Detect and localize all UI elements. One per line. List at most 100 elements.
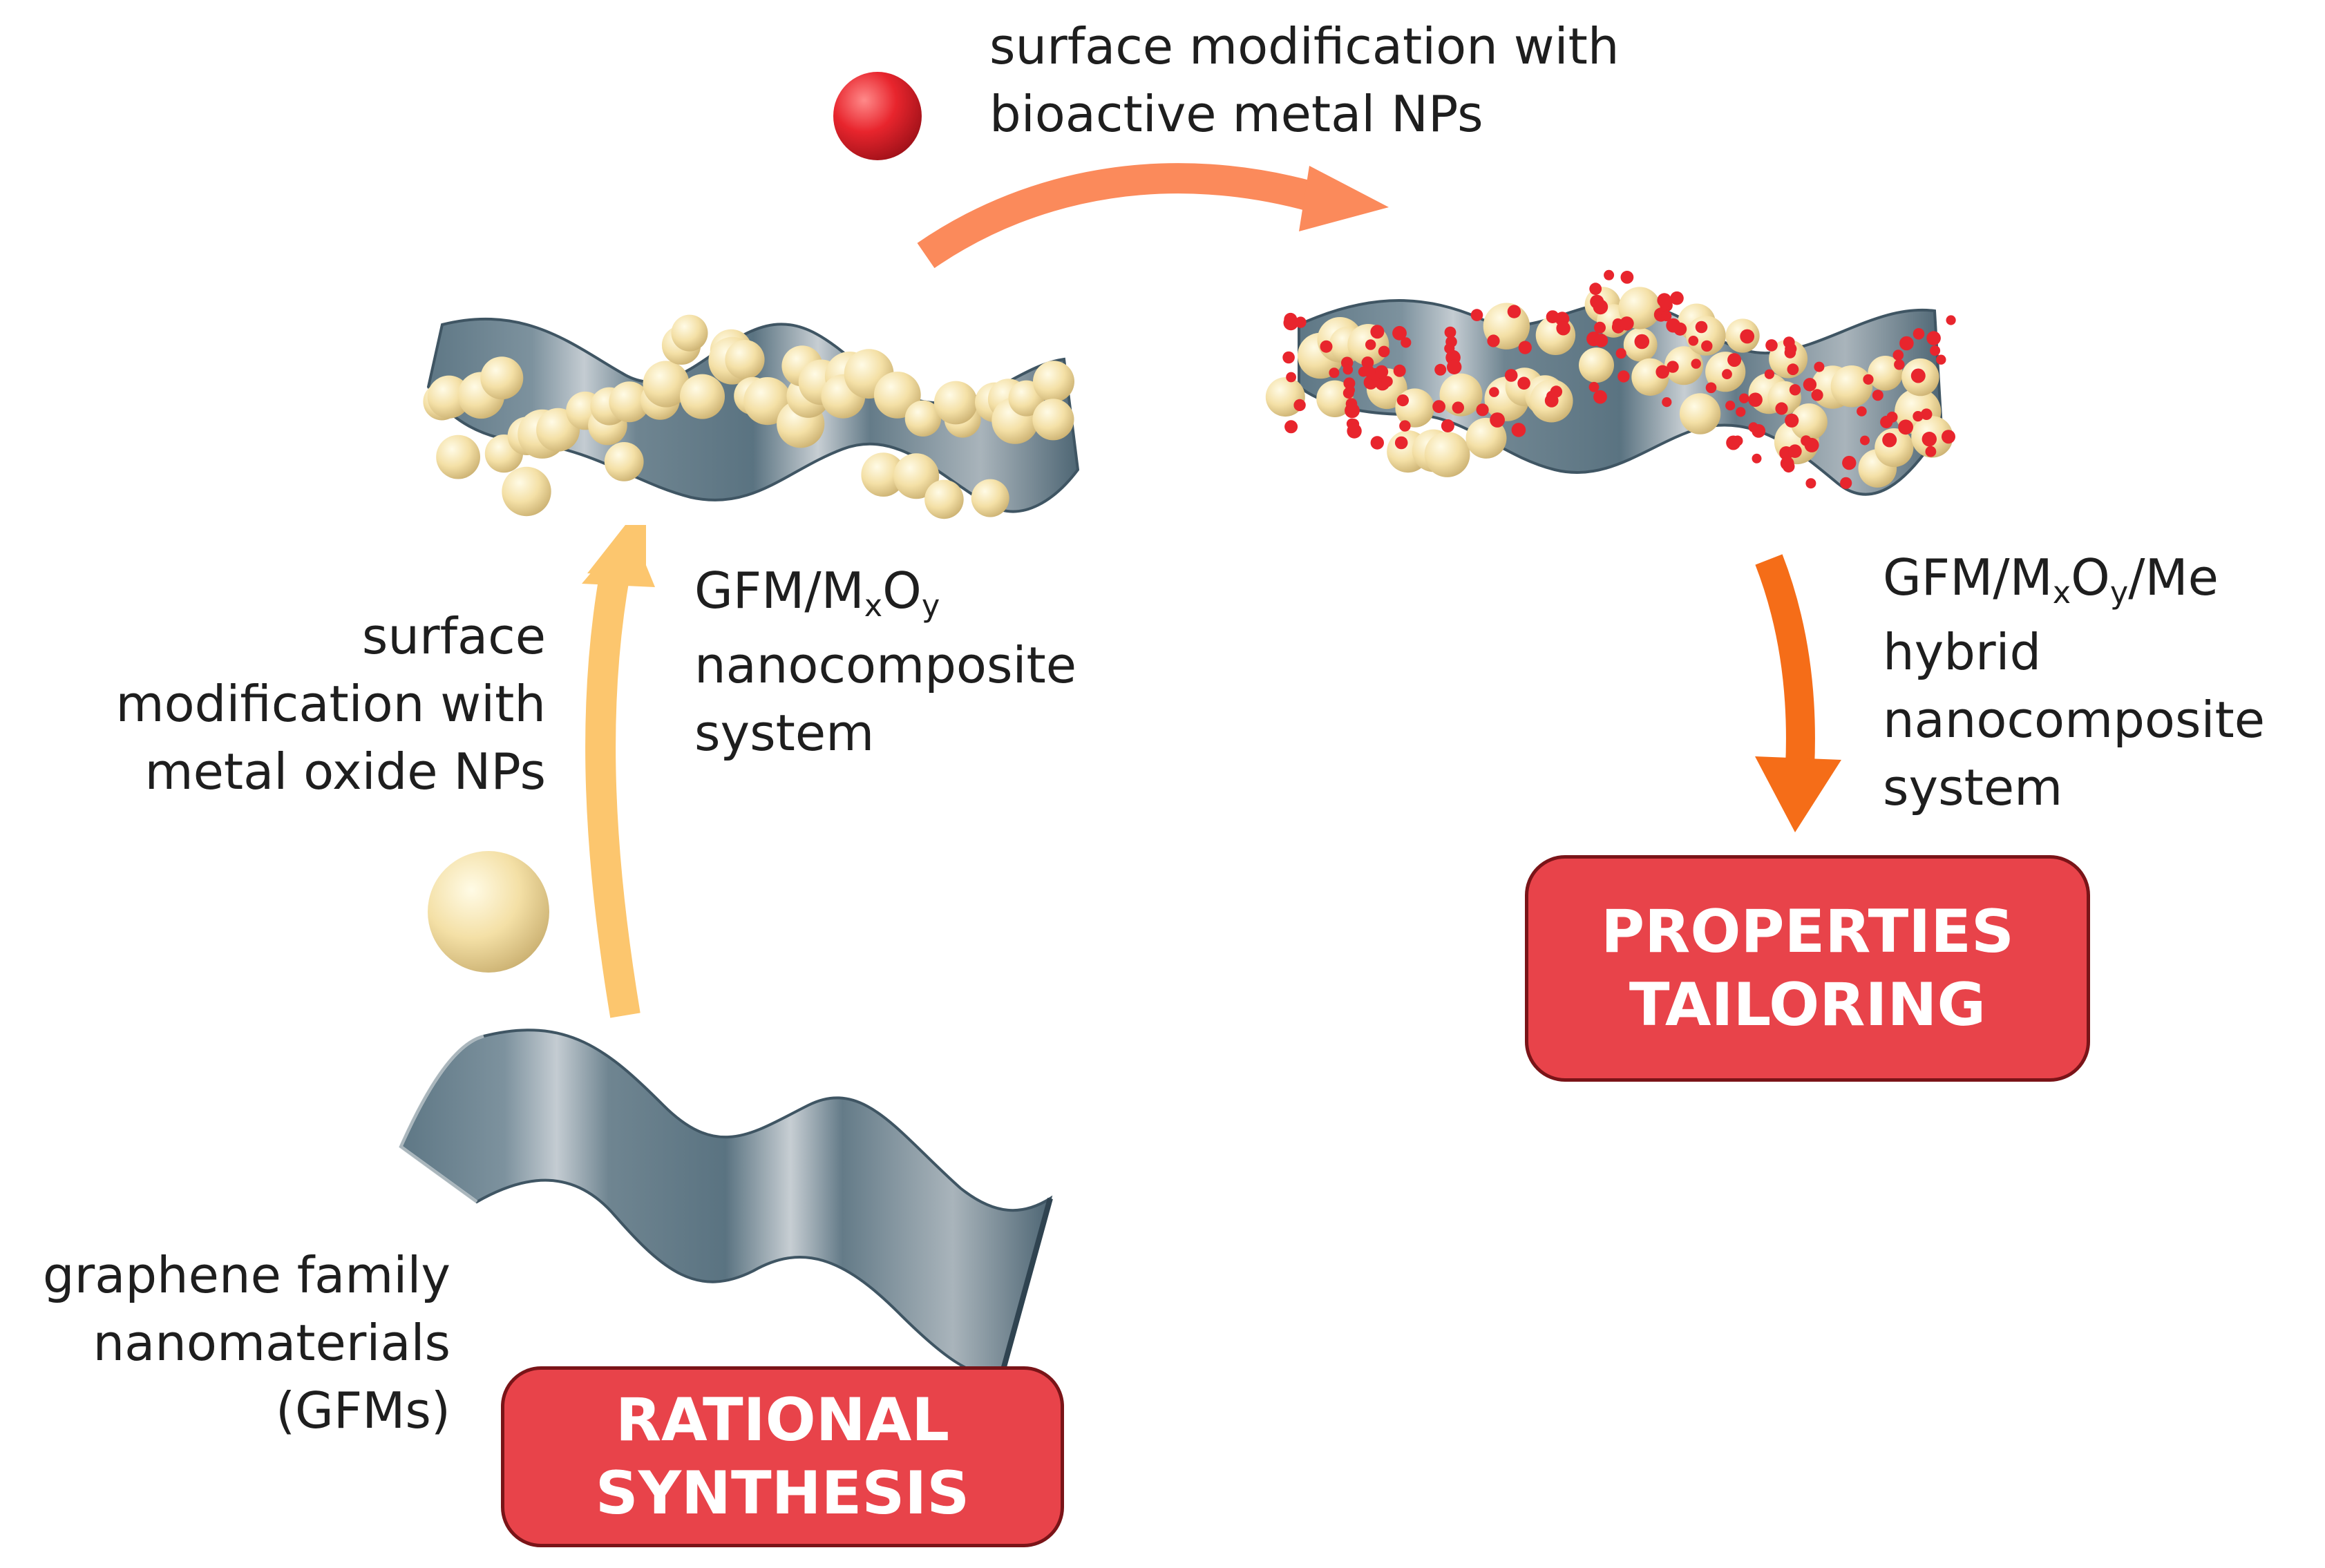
- metal-np: [1490, 412, 1506, 428]
- metal-np: [1913, 328, 1925, 340]
- hybrid-oxide-np: [1465, 417, 1507, 459]
- metal-np: [1556, 321, 1570, 336]
- metal-np: [1444, 343, 1455, 354]
- metal-np: [1550, 385, 1563, 398]
- metal-np: [1740, 329, 1755, 344]
- metal-np: [1444, 326, 1456, 338]
- metal-np: [1783, 336, 1795, 348]
- metal-np: [1320, 340, 1333, 353]
- metal-np: [1765, 339, 1778, 352]
- metal-np: [1589, 283, 1602, 296]
- oxide-np: [604, 442, 644, 481]
- oxide-nanoparticle-icon: [428, 851, 549, 973]
- top-label: surface modification with bioactive meta…: [989, 17, 1620, 143]
- metal-np: [1811, 389, 1823, 401]
- oxide-np: [924, 479, 964, 519]
- metal-np: [1732, 435, 1743, 446]
- hybrid-oxide-np: [1830, 365, 1873, 408]
- hybrid-oxide-np: [1679, 393, 1721, 434]
- middle-label: GFM/MxOy nanocomposite system: [694, 557, 1076, 767]
- rational-synthesis-box: RATIONAL SYNTHESIS: [501, 1366, 1064, 1547]
- metal-np: [1946, 315, 1956, 325]
- metal-np: [1282, 351, 1295, 364]
- graphene-sheet: [398, 1029, 1053, 1377]
- right-label: GFM/MxOy/Me hybrid nanocomposite system: [1883, 544, 2265, 821]
- arrow-up-icon: [582, 525, 655, 1018]
- hybrid-metal-np-cluster: [1282, 269, 1956, 489]
- metal-np: [1670, 291, 1684, 305]
- metal-np: [1370, 436, 1385, 450]
- oxide-np-cluster: [423, 314, 1074, 519]
- metal-np: [1342, 364, 1354, 375]
- oxide-np: [502, 466, 551, 517]
- metal-np: [1655, 365, 1669, 379]
- hybrid-oxide-np: [1664, 346, 1703, 385]
- metal-np: [1930, 345, 1941, 356]
- metal-np: [1662, 397, 1672, 408]
- metal-np: [1375, 365, 1389, 379]
- metal-np: [1701, 340, 1713, 352]
- oxide-np: [1032, 399, 1074, 441]
- metal-np: [1803, 378, 1817, 392]
- hybrid-oxide-np: [1395, 388, 1434, 428]
- metal-np: [1447, 359, 1462, 374]
- metal-np: [1615, 348, 1626, 359]
- metal-np: [1620, 316, 1634, 331]
- metal-np: [1705, 382, 1717, 394]
- metal-np: [1775, 402, 1788, 415]
- metal-np: [1365, 339, 1376, 350]
- metal-np: [1789, 384, 1801, 396]
- metal-np: [1284, 420, 1298, 434]
- metal-np: [1688, 336, 1699, 346]
- metal-np: [1434, 363, 1447, 376]
- oxide-np: [436, 434, 480, 479]
- metal-np: [1378, 345, 1390, 358]
- gfm-label: graphene family nanomaterials (GFMs): [42, 1246, 450, 1440]
- hybrid-oxide-np: [1579, 347, 1614, 383]
- metal-np: [1620, 271, 1634, 284]
- metal-np: [1814, 361, 1825, 372]
- oxide-np: [904, 400, 942, 437]
- metal-np: [1661, 310, 1672, 322]
- hybrid-oxide-np: [1439, 373, 1483, 417]
- metal-np: [1399, 420, 1411, 432]
- metal-np: [1594, 334, 1608, 347]
- hybrid-oxide-np: [1424, 432, 1470, 477]
- hybrid-oxide-np: [1316, 380, 1354, 417]
- metal-np: [1898, 419, 1914, 435]
- oxide-np: [861, 452, 906, 497]
- metal-np: [1882, 432, 1897, 448]
- metal-np: [1921, 432, 1937, 447]
- metal-np: [1910, 368, 1926, 383]
- metal-np: [1695, 321, 1708, 334]
- metal-np: [1345, 403, 1360, 419]
- oxide-np: [873, 372, 921, 419]
- metal-np: [1394, 436, 1408, 450]
- metal-np: [1857, 406, 1867, 417]
- metal-np: [1863, 374, 1874, 385]
- metal-np: [1805, 478, 1816, 489]
- metal-np: [1381, 376, 1393, 388]
- metal-np: [1293, 400, 1304, 410]
- metal-np: [1504, 369, 1518, 382]
- metal-np: [1920, 408, 1933, 420]
- metal-np: [1286, 372, 1296, 383]
- metal-np: [1634, 334, 1650, 350]
- metal-np: [1396, 394, 1409, 407]
- metal-np: [1725, 401, 1736, 411]
- metal-np: [1546, 310, 1559, 323]
- mid-formula: GFM/MxOy: [694, 562, 940, 624]
- metal-np: [1666, 318, 1681, 333]
- metal-np: [1913, 411, 1924, 422]
- oxide-np: [671, 314, 708, 352]
- metal-np: [1764, 369, 1774, 379]
- metal-np: [1840, 477, 1852, 489]
- metal-np: [1788, 444, 1802, 458]
- metal-np: [1452, 401, 1464, 414]
- properties-tailoring-box: PROPERTIES TAILORING: [1525, 855, 2090, 1082]
- metal-np: [1842, 455, 1857, 470]
- metal-np: [1362, 365, 1374, 377]
- oxide-np: [893, 453, 940, 499]
- metal-np: [1748, 392, 1763, 407]
